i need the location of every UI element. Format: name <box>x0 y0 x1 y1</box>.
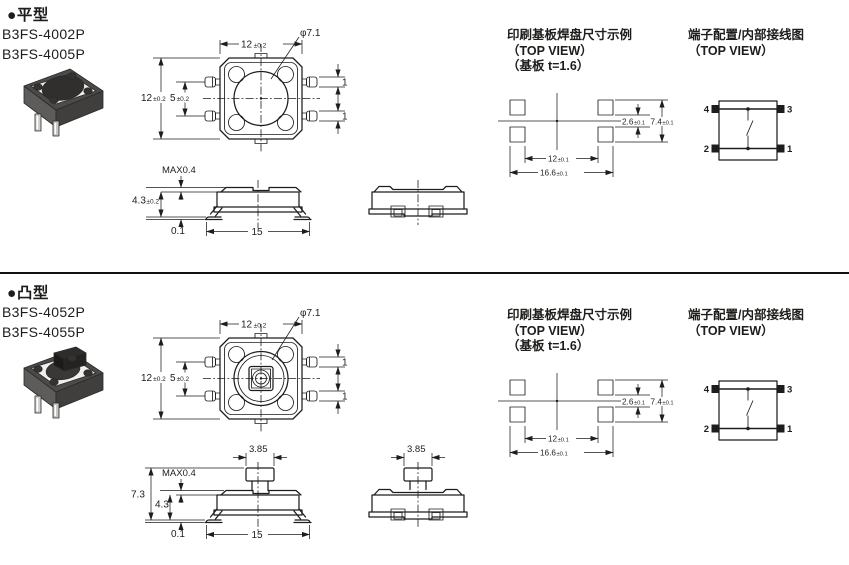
pin-label-3: 3 <box>787 105 792 116</box>
dim-pad-gap: 2.6±0.1 <box>622 118 645 127</box>
dim-body-height: 12±0.2 <box>141 93 166 104</box>
terminal-header-flat: 端子配置/内部接线图 （TOP VIEW） <box>688 28 804 59</box>
pcb-subtitle: （TOP VIEW） <box>507 323 593 338</box>
dim-outer: 16.6±0.1 <box>540 169 568 178</box>
pcb-dims: 2.6±0.1 7.4±0.1 12±0.1 16.6±0.1 <box>509 99 677 178</box>
top-view-projected: 12±0.2 φ7.1 12±0.2 5±0.2 1 1 <box>139 308 348 433</box>
side-view-front-flat-body <box>204 180 312 228</box>
pcb-board-note: （基板 t=1.6） <box>507 339 590 353</box>
model-number: B3FS-4005P <box>2 45 86 62</box>
terminal-tabs <box>711 105 785 153</box>
pcb-drawing-flat: 2.6±0.1 7.4±0.1 12±0.1 16.6±0.1 <box>498 93 677 178</box>
dim-protrusion: MAX0.4 <box>162 165 196 176</box>
model-number: B3FS-4052P <box>2 304 86 320</box>
terminal-diagram-projected: 4 3 2 1 <box>704 380 793 441</box>
dim-protrusion: MAX0.4 <box>162 468 196 479</box>
dim-pad-span: 7.4±0.1 <box>651 118 674 127</box>
pcb-header-projected: 印刷基板焊盘尺寸示例 （TOP VIEW） （基板 t=1.6） <box>507 308 632 355</box>
dim-pin-width-lower: 1 <box>342 392 348 403</box>
dim-total-height: 7.3 <box>131 490 145 501</box>
side-view-front-projected: 3.85 7.3 MAX0.4 4.3 0.1 15 <box>131 444 312 541</box>
side-view-front-flat-dims: MAX0.4 4.3±0.2 0.1 15 <box>132 165 310 238</box>
pin-label-4: 4 <box>704 105 710 116</box>
dim-pin-width-upper: 1 <box>342 78 348 89</box>
switch-symbol <box>746 107 754 151</box>
dim-standoff: 0.1 <box>171 226 185 237</box>
dim-plunger-width-side: 3.85 <box>407 444 426 455</box>
dim-pin-pitch: 5±0.2 <box>170 93 190 104</box>
side-view-side-projected-body <box>368 462 468 528</box>
pcb-pads <box>498 373 628 430</box>
section-title: ●平型 <box>7 7 49 24</box>
pcb-header-flat: 印刷基板焊盘尺寸示例 （TOP VIEW） （基板 t=1.6） <box>507 28 632 75</box>
pin-label-2: 2 <box>704 144 709 155</box>
section-divider <box>0 272 849 274</box>
dim-pin-width-upper: 1 <box>342 358 348 369</box>
pcb-pads <box>498 93 628 150</box>
side-view-side-flat <box>368 180 468 225</box>
side-view-side-projected: 3.85 <box>368 444 468 528</box>
terminal-title: 端子配置/内部接线图 <box>688 28 804 42</box>
top-view-projected-dims: 12±0.2 φ7.1 12±0.2 5±0.2 1 1 <box>139 308 348 420</box>
terminal-subtitle: （TOP VIEW） <box>688 43 774 58</box>
section-flat-header: ●平型 B3FS-4002P B3FS-4005P <box>2 3 85 64</box>
dim-body-height: 4.3 <box>155 500 169 511</box>
pcb-title: 印刷基板焊盘尺寸示例 <box>507 308 633 322</box>
pin-label-2: 2 <box>704 424 709 435</box>
terminal-header-projected: 端子配置/内部接线图 （TOP VIEW） <box>688 308 804 339</box>
pcb-board-note: （基板 t=1.6） <box>507 59 590 73</box>
dim-body-height: 12±0.2 <box>141 373 166 384</box>
top-view-flat: 12±0.2 φ7.1 12±0.2 5±0.2 1 1 <box>139 28 348 153</box>
terminal-title: 端子配置/内部接线图 <box>688 308 804 322</box>
dim-pad-gap: 2.6±0.1 <box>622 398 645 407</box>
product-photo-flat <box>23 68 104 137</box>
side-view-front-projected-dims: 3.85 7.3 MAX0.4 4.3 0.1 15 <box>131 444 310 541</box>
dim-plunger-width: 3.85 <box>249 444 268 455</box>
dim-outer: 16.6±0.1 <box>540 449 568 458</box>
side-view-front-projected-body <box>204 462 312 531</box>
pin-label-4: 4 <box>704 385 710 396</box>
terminal-diagram-flat: 4 3 2 1 <box>704 100 793 161</box>
terminal-tabs <box>711 385 785 433</box>
pcb-subtitle: （TOP VIEW） <box>507 43 593 58</box>
pin-label-1: 1 <box>787 424 793 435</box>
dim-top-width: 12±0.2 <box>241 40 267 51</box>
top-view-projected-body <box>203 324 320 433</box>
dim-pitch: 12±0.1 <box>548 435 569 444</box>
dim-standoff: 0.1 <box>171 529 185 540</box>
terminal-subtitle: （TOP VIEW） <box>688 323 774 338</box>
pin-label-1: 1 <box>787 144 793 155</box>
model-number: B3FS-4055P <box>2 323 86 340</box>
dim-button-dia: φ7.1 <box>300 28 321 39</box>
dim-top-width: 12±0.2 <box>241 320 267 331</box>
dim-lead-span: 15 <box>252 530 264 541</box>
model-number: B3FS-4002P <box>2 26 86 42</box>
section-title: ●凸型 <box>7 285 49 302</box>
dim-lead-span: 15 <box>252 227 264 238</box>
pcb-drawing-projected: 2.6±0.1 7.4±0.1 12±0.1 16.6±0.1 <box>498 373 677 458</box>
dim-pin-pitch: 5±0.2 <box>170 373 190 384</box>
side-view-side-projected-dims: 3.85 <box>391 444 445 466</box>
dim-pin-width-lower: 1 <box>342 112 348 123</box>
top-view-flat-body <box>203 44 320 153</box>
dim-body-height: 4.3±0.2 <box>132 196 159 207</box>
product-photo-projected <box>23 346 104 419</box>
pin-label-3: 3 <box>787 385 792 396</box>
pcb-title: 印刷基板焊盘尺寸示例 <box>507 28 633 42</box>
switch-symbol <box>746 387 754 431</box>
dim-pitch: 12±0.1 <box>548 155 569 164</box>
dim-button-dia: φ7.1 <box>300 308 321 319</box>
side-view-front-flat: MAX0.4 4.3±0.2 0.1 15 <box>132 165 312 238</box>
pcb-dims: 2.6±0.1 7.4±0.1 12±0.1 16.6±0.1 <box>509 379 677 458</box>
section-projected-header: ●凸型 B3FS-4052P B3FS-4055P <box>2 281 85 342</box>
top-view-flat-dims: 12±0.2 φ7.1 12±0.2 5±0.2 1 1 <box>139 28 348 140</box>
dim-pad-span: 7.4±0.1 <box>651 398 674 407</box>
